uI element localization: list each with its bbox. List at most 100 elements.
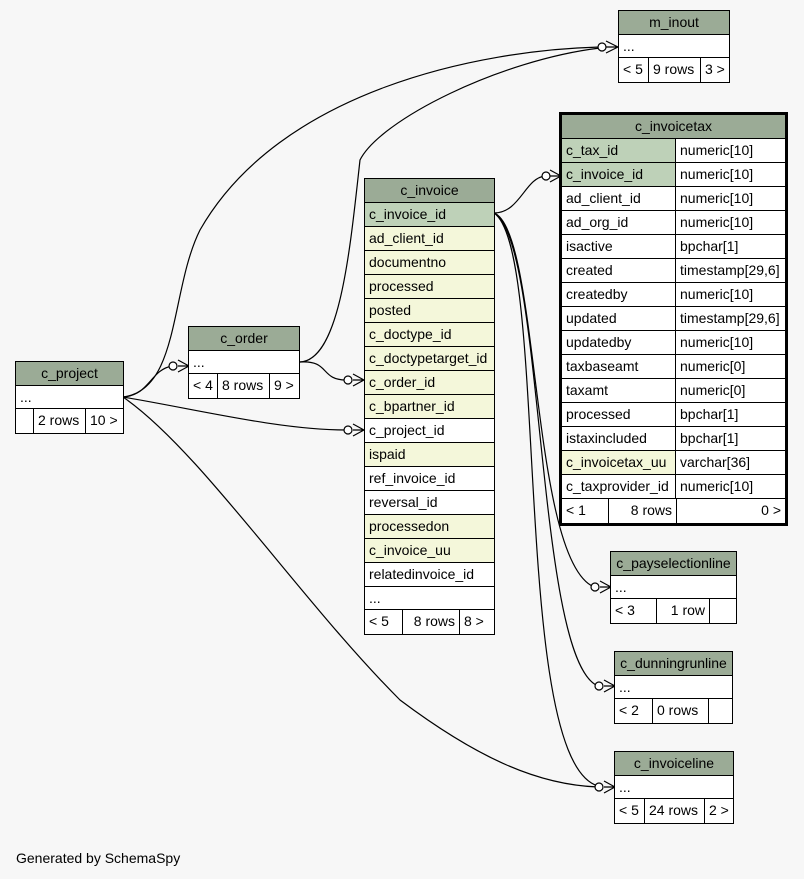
table-title[interactable]: c_payselectionline — [611, 552, 736, 576]
column-row[interactable]: processed — [365, 275, 494, 299]
parents-count[interactable]: < 5 — [615, 799, 645, 823]
table-footer: 2 rows 10 > — [16, 409, 123, 433]
column-name: ref_invoice_id — [365, 467, 494, 490]
table-m-inout[interactable]: m_inout ... < 5 9 rows 3 > — [618, 10, 730, 83]
column-type: timestamp[29,6] — [676, 307, 785, 330]
column-type: numeric[10] — [676, 139, 785, 162]
column-row[interactable]: c_project_id — [365, 419, 494, 443]
table-footer: < 5 9 rows 3 > — [619, 58, 729, 82]
table-footer: < 3 1 row — [611, 599, 736, 623]
table-footer: < 5 8 rows 8 > — [365, 610, 494, 634]
row-count: 24 rows — [645, 799, 705, 823]
table-footer: < 4 8 rows 9 > — [189, 374, 299, 398]
column-row[interactable]: ad_client_id — [365, 227, 494, 251]
column-type: bpchar[1] — [676, 235, 785, 258]
column-row[interactable]: c_invoice_uu — [365, 539, 494, 563]
column-name: taxamt — [562, 379, 676, 402]
children-count[interactable]: 8 > — [464, 613, 484, 629]
column-row[interactable]: c_doctype_id — [365, 323, 494, 347]
row-count: 2 rows — [34, 409, 86, 433]
column-row[interactable]: relatedinvoice_id — [365, 563, 494, 587]
children-count[interactable] — [710, 599, 736, 623]
column-name: taxbaseamt — [562, 355, 676, 378]
column-name: ad_org_id — [562, 211, 676, 234]
column-type: numeric[10] — [676, 211, 785, 234]
column-name: c_invoicetax_uu — [562, 451, 676, 474]
column-type: bpchar[1] — [676, 403, 785, 426]
parents-count[interactable]: < 5 — [619, 58, 649, 82]
table-c-dunningrunline[interactable]: c_dunningrunline ... < 2 0 rows — [614, 651, 733, 724]
row-count: 1 row — [657, 599, 710, 623]
table-title[interactable]: m_inout — [619, 11, 729, 35]
children-count[interactable]: 0 > — [761, 502, 781, 518]
column-type: timestamp[29,6] — [676, 259, 785, 282]
table-footer: < 1 8 rows 0 > — [562, 499, 785, 523]
table-c-invoiceline[interactable]: c_invoiceline ... < 5 24 rows 2 > — [614, 751, 734, 824]
table-c-project[interactable]: c_project ... 2 rows 10 > — [15, 361, 124, 434]
parents-count[interactable]: < 2 — [615, 699, 653, 723]
row-count: 8 rows — [403, 610, 460, 634]
column-name: c_invoice_uu — [365, 539, 494, 562]
column-row[interactable]: c_doctypetarget_id — [365, 347, 494, 371]
column-row[interactable]: c_invoice_id — [365, 203, 494, 227]
column-row[interactable]: c_order_id — [365, 371, 494, 395]
column-row[interactable]: posted — [365, 299, 494, 323]
table-c-payselectionline[interactable]: c_payselectionline ... < 3 1 row — [610, 551, 737, 624]
row-count: 8 rows — [609, 499, 677, 523]
column-name: ad_client_id — [562, 187, 676, 210]
parents-count[interactable]: < 3 — [611, 599, 657, 623]
children-count[interactable]: 10 > — [90, 412, 118, 428]
column-row[interactable]: ref_invoice_id — [365, 467, 494, 491]
parents-count[interactable] — [16, 409, 34, 433]
column-row[interactable]: c_bpartner_id — [365, 395, 494, 419]
children-count[interactable] — [709, 699, 732, 723]
table-footer: < 2 0 rows — [615, 699, 732, 723]
link-project-order — [122, 365, 173, 398]
link-invoice-dunning — [493, 212, 599, 687]
table-title[interactable]: c_order — [189, 327, 299, 351]
column-type: bpchar[1] — [676, 427, 785, 450]
column-row[interactable]: processedon — [365, 515, 494, 539]
table-title[interactable]: c_invoiceline — [615, 752, 733, 776]
table-title[interactable]: c_invoicetax — [562, 115, 785, 139]
generated-by-footer: Generated by SchemaSpy — [16, 850, 181, 866]
children-count[interactable]: 2 > — [709, 802, 729, 818]
column-name: c_invoice_id — [562, 163, 676, 186]
children-count[interactable]: 9 > — [274, 377, 294, 393]
column-row[interactable]: documentno — [365, 251, 494, 275]
link-project-inout — [122, 46, 601, 398]
table-title[interactable]: c_dunningrunline — [615, 652, 732, 676]
column-row[interactable]: reversal_id — [365, 491, 494, 515]
more-columns: ... — [615, 676, 732, 699]
column-name: reversal_id — [365, 491, 494, 514]
column-type: numeric[0] — [676, 355, 785, 378]
parents-count[interactable]: < 4 — [189, 374, 218, 398]
table-c-order[interactable]: c_order ... < 4 8 rows 9 > — [188, 326, 300, 399]
column-name: updated — [562, 307, 676, 330]
more-columns: ... — [615, 776, 733, 799]
column-row[interactable]: ispaid — [365, 443, 494, 467]
table-title[interactable]: c_project — [16, 362, 123, 386]
parents-count[interactable]: < 1 — [562, 499, 609, 523]
table-title[interactable]: c_invoice — [365, 179, 494, 203]
parents-count[interactable]: < 5 — [365, 610, 403, 634]
children-count[interactable]: 3 > — [705, 61, 725, 77]
